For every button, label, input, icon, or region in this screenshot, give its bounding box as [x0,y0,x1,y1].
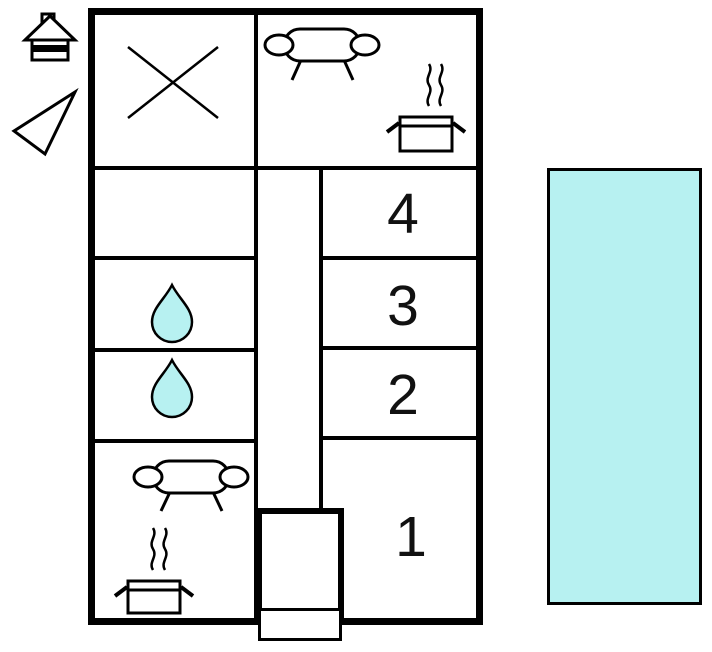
pot-handle [385,121,401,134]
room-label-1: 1 [395,505,427,569]
sofa-armrest [263,33,295,57]
house-roof [21,13,79,42]
sofa-leg [290,59,303,81]
house-band [33,45,67,52]
pot-handle [113,585,129,598]
house-icon [21,12,79,62]
cross-line-2 [127,46,219,119]
steam-line [426,63,432,107]
sofa-leg [342,59,355,81]
sofa-icon [263,27,381,81]
sofa-body [151,459,231,495]
sofa-armrest [132,465,164,489]
pot-body [126,579,182,615]
entrance-step [258,608,342,641]
sofa-leg [159,491,172,512]
pot-handle [179,585,195,598]
pot-body [398,115,454,153]
entrance-hall [256,508,344,624]
steam-line [438,63,444,107]
room-label-4: 4 [387,182,419,246]
crossed-room-icon [127,46,219,119]
cooking-pot-icon [113,527,195,615]
sofa-leg [211,491,224,512]
sofa-armrest [218,465,250,489]
room-label-3: 3 [387,274,419,338]
pot-handle [451,121,467,134]
sofa-armrest [349,33,381,57]
sofa-body [282,27,362,63]
steam-line [150,527,156,571]
sofa-icon [132,459,250,512]
pool-area [547,168,702,605]
water-drop-icon [150,357,194,419]
north-arrow-icon [11,87,79,157]
water-drop-icon [150,282,194,344]
steam-line [162,527,168,571]
cooking-pot-icon [385,63,467,153]
room-label-2: 2 [387,363,419,427]
